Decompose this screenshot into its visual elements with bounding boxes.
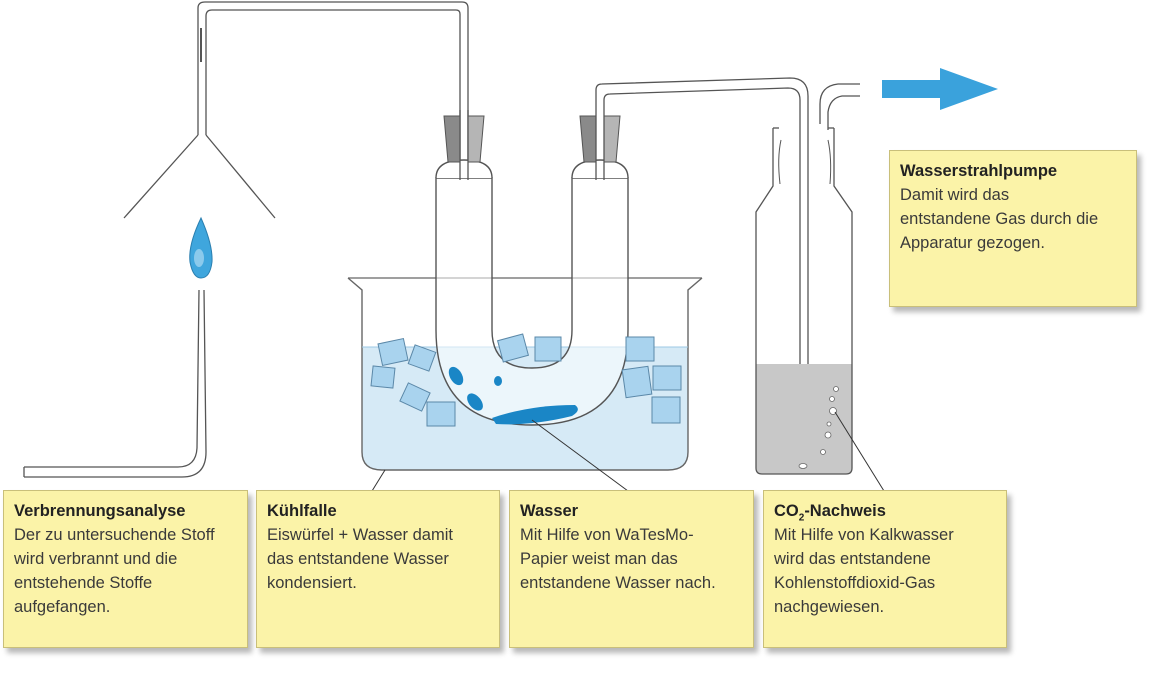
label-line: Papier weist man das — [520, 550, 678, 568]
label-line: wird verbrannt und die — [14, 550, 178, 568]
flame-icon — [189, 216, 213, 279]
wash-bottle — [755, 127, 853, 475]
label-line: wird das entstandene — [774, 550, 931, 568]
label-line: entstehende Stoffe — [14, 574, 153, 592]
label-body: Damit wird das entstandene Gas durch die… — [900, 183, 1126, 255]
label-line: Damit wird das — [900, 186, 1010, 204]
water-droplets — [448, 366, 578, 425]
label-line: Apparatur gezogen. — [900, 234, 1045, 252]
label-body: Der zu untersuchende Stoff wird verbrann… — [14, 523, 237, 619]
callout-lines — [371, 411, 885, 492]
label-co2-nachweis: CO2-Nachweis Mit Hilfe von Kalkwasser wi… — [763, 490, 1007, 648]
funnel — [123, 1, 469, 219]
label-kuehlfalle: Kühlfalle Eiswürfel + Wasser damit das e… — [256, 490, 500, 648]
label-line: Mit Hilfe von Kalkwasser — [774, 526, 954, 544]
label-line: Eiswürfel + Wasser damit — [267, 526, 453, 544]
label-title: Verbrennungsanalyse — [14, 502, 186, 520]
gas-bubbles — [798, 386, 839, 469]
arrow-right-icon — [882, 68, 998, 110]
label-line: nachgewiesen. — [774, 598, 885, 616]
label-title: Kühlfalle — [267, 502, 337, 520]
label-body: Mit Hilfe von WaTesMo- Papier weist man … — [520, 523, 743, 595]
label-line: Der zu untersuchende Stoff — [14, 526, 215, 544]
label-line: Mit Hilfe von WaTesMo- — [520, 526, 694, 544]
label-line: Kohlenstoffdioxid-Gas — [774, 574, 936, 592]
label-line: entstandene Gas durch die — [900, 210, 1099, 228]
label-line: kondensiert. — [267, 574, 357, 592]
connector-tube — [595, 77, 809, 468]
label-body: Eiswürfel + Wasser damit das entstandene… — [267, 523, 489, 595]
label-line: das entstandene Wasser — [267, 550, 449, 568]
label-body: Mit Hilfe von Kalkwasser wird das entsta… — [774, 523, 996, 619]
label-title: Wasserstrahlpumpe — [900, 162, 1058, 180]
label-verbrennungsanalyse: Verbrennungsanalyse Der zu untersuchende… — [3, 490, 248, 648]
label-title: CO2-Nachweis — [774, 502, 886, 524]
u-tube — [435, 159, 629, 426]
label-title: Wasser — [520, 502, 579, 520]
label-wasser: Wasser Mit Hilfe von WaTesMo- Papier wei… — [509, 490, 754, 648]
outlet-tube — [819, 83, 860, 130]
label-line: aufgefangen. — [14, 598, 111, 616]
stoppers — [443, 115, 621, 163]
burner — [23, 289, 207, 478]
ice-cubes — [370, 333, 682, 427]
label-line: entstandene Wasser nach. — [520, 574, 716, 592]
label-wasserstrahlpumpe: Wasserstrahlpumpe Damit wird das entstan… — [889, 150, 1137, 307]
